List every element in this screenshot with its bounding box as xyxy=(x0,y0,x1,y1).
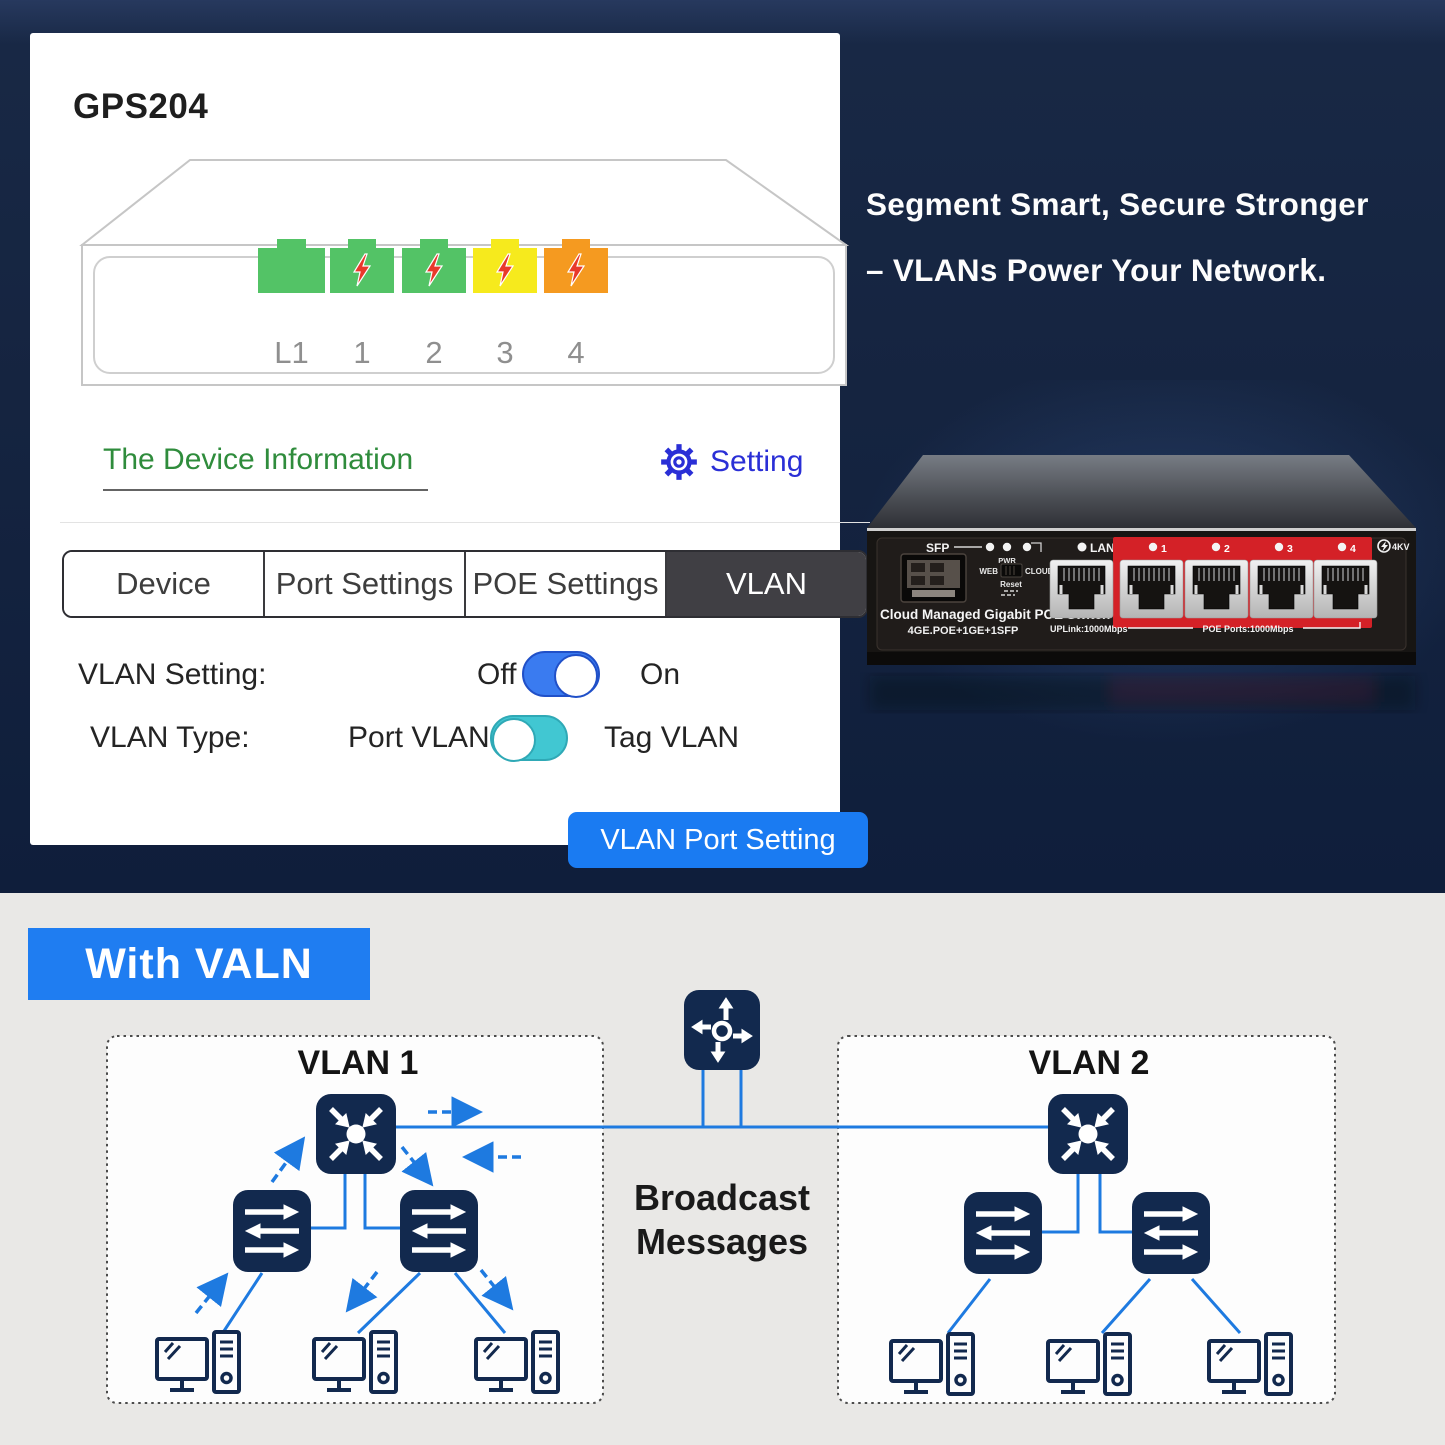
port-indicator-4 xyxy=(544,239,608,293)
page-title: GPS204 xyxy=(73,87,209,126)
vlan1-switch-right xyxy=(400,1190,478,1272)
poe-switch-product-image: SFP PWR WEB CLOUD Reset Cloud Managed G xyxy=(867,455,1416,710)
switch-front-edge xyxy=(867,528,1416,531)
vlan-setting-toggle[interactable] xyxy=(522,651,600,698)
port-label: L1 xyxy=(274,335,309,370)
setting-label: Setting xyxy=(710,445,804,478)
vlan-port-setting-button[interactable]: VLAN Port Setting xyxy=(568,812,868,868)
port-label: 2 xyxy=(425,335,443,370)
port-indicator-3 xyxy=(473,239,537,293)
sfp-cage xyxy=(900,553,967,603)
vlan2-router xyxy=(1048,1094,1128,1174)
poe-port-2 xyxy=(1184,559,1249,619)
switch-reflection xyxy=(870,676,1415,710)
surge-label: 4KV xyxy=(1392,542,1410,552)
poe-port-4 xyxy=(1313,559,1378,619)
slide-switch-ridges xyxy=(1005,566,1015,575)
connection-lines xyxy=(222,1070,1242,1335)
poe-led-label-1: 1 xyxy=(1161,543,1167,555)
pwr-label: PWR xyxy=(998,556,1016,565)
port-vlan-label: Port VLAN xyxy=(348,721,490,754)
sfp-led xyxy=(985,542,995,552)
port-label: 4 xyxy=(567,335,585,370)
poe-led-1 xyxy=(1148,542,1158,552)
vlan2-title: VLAN 2 xyxy=(1028,1044,1150,1082)
reset-label: Reset xyxy=(1000,580,1022,589)
vlan2-switch-right xyxy=(1132,1192,1210,1274)
pwr-led xyxy=(1002,542,1012,552)
divider xyxy=(60,522,870,523)
tab-vlan[interactable]: VLAN xyxy=(667,552,866,616)
app-card: GPS204 xyxy=(30,33,870,868)
vlan2-switch-left xyxy=(964,1192,1042,1274)
tab-poe-settings[interactable]: POE Settings xyxy=(466,552,667,616)
cloud-label: CLOUD xyxy=(1025,567,1054,576)
tab-port-settings[interactable]: Port Settings xyxy=(265,552,466,616)
poe-bracket xyxy=(1128,622,1361,629)
surge-protection-icon xyxy=(1377,539,1391,553)
gear-icon xyxy=(661,444,697,480)
headline-line1: Segment Smart, Secure Stronger xyxy=(866,186,1369,222)
mode-slide-switch xyxy=(1000,563,1023,578)
web-label: WEB xyxy=(979,567,998,576)
lightning-icon xyxy=(566,253,586,287)
port-indicator-1 xyxy=(330,239,394,293)
poe-port-3 xyxy=(1249,559,1314,619)
lightning-icon xyxy=(495,253,515,287)
broadcast-messages-label: Broadcast Messages xyxy=(622,1176,822,1264)
switch-bottom-bezel xyxy=(867,652,1416,665)
port-label: 1 xyxy=(353,335,371,370)
headline-line2: – VLANs Power Your Network. xyxy=(866,252,1327,288)
vlan1-router xyxy=(316,1094,396,1174)
vlan1-box xyxy=(106,1035,604,1404)
lan-label: LAN xyxy=(1090,541,1115,555)
switch-top-face xyxy=(867,455,1416,528)
broadcast-line1: Broadcast xyxy=(633,1177,811,1218)
lightning-icon xyxy=(352,253,372,287)
lan-port xyxy=(1049,559,1114,619)
vlan-type-label: VLAN Type: xyxy=(90,721,250,754)
vlan-network-diagram xyxy=(106,893,1336,1404)
vlan-type-toggle[interactable] xyxy=(490,715,568,762)
switch-subtitle: 4GE.POE+1GE+1SFP xyxy=(908,625,1019,637)
port-label: 3 xyxy=(496,335,514,370)
off-label: Off xyxy=(477,658,517,691)
tab-bar: Device Port Settings POE Settings VLAN xyxy=(62,550,868,618)
poe-led-label-4: 4 xyxy=(1350,543,1356,555)
device-top-face xyxy=(79,159,850,246)
link-underline xyxy=(103,489,428,491)
vlan1-title: VLAN 1 xyxy=(297,1044,419,1082)
tag-vlan-label: Tag VLAN xyxy=(604,721,740,754)
toggle-knob xyxy=(554,654,598,698)
with-vlan-banner: With VALN xyxy=(28,928,370,1000)
uplink-label: UPLink:1000Mbps xyxy=(1050,624,1128,634)
mode-led-bracket xyxy=(1031,542,1042,552)
port-indicator-l1 xyxy=(258,239,325,293)
toggle-knob xyxy=(492,718,536,762)
poe-ports-label: POE Ports:1000Mbps xyxy=(1202,624,1293,634)
lightning-icon xyxy=(424,253,444,287)
device-information-link[interactable]: The Device Information xyxy=(103,443,414,476)
broadcast-router xyxy=(684,990,760,1070)
packet-flow-arrows xyxy=(194,1096,521,1315)
sfp-label: SFP xyxy=(926,541,949,555)
poe-led-4 xyxy=(1337,542,1347,552)
tab-device[interactable]: Device xyxy=(64,552,265,616)
mode-led xyxy=(1022,542,1032,552)
poe-led-3 xyxy=(1274,542,1284,552)
on-label: On xyxy=(640,658,681,691)
broadcast-line2: Messages xyxy=(635,1220,809,1262)
setting-button[interactable]: Setting xyxy=(658,441,803,483)
poe-led-label-3: 3 xyxy=(1287,543,1293,555)
vlan-setting-label: VLAN Setting: xyxy=(78,658,267,691)
poe-led-2 xyxy=(1211,542,1221,552)
poe-led-label-2: 2 xyxy=(1224,543,1230,555)
hero-section: GPS204 xyxy=(0,0,1445,893)
reset-arrow xyxy=(1001,590,1018,596)
lan-led xyxy=(1077,542,1087,552)
port-indicator-2 xyxy=(402,239,466,293)
poe-port-1 xyxy=(1119,559,1184,619)
vlan1-switch-left xyxy=(233,1190,311,1272)
